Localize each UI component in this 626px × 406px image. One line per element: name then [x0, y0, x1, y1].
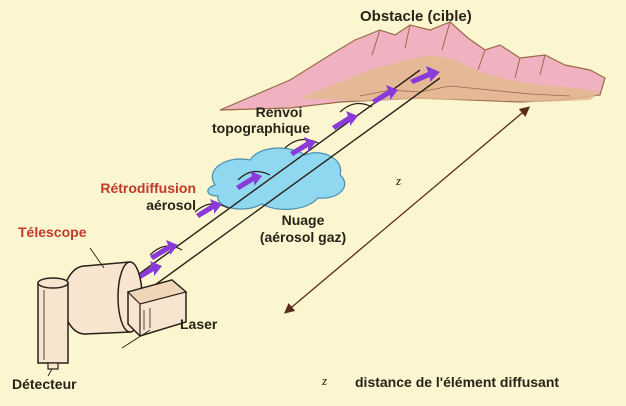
label-obstacle: Obstacle (cible)	[360, 8, 472, 25]
legend-text: distance de l'élément diffusant	[355, 374, 560, 390]
distance-arrow	[284, 106, 530, 314]
laser-box	[126, 279, 188, 337]
label-retro-line1: Rétrodiffusion	[100, 180, 196, 196]
label-renvoi-line1: Renvoi	[255, 104, 303, 120]
label-nuage-line2: (aérosol gaz)	[259, 229, 347, 245]
label-retro-line2: aérosol	[146, 197, 196, 213]
aerosol-cloud	[207, 147, 346, 210]
detector	[37, 277, 69, 370]
label-detecteur: Détecteur	[12, 376, 77, 392]
label-nuage: Nuage (aérosol gaz)	[248, 212, 358, 246]
label-renvoi-line2: topographique	[212, 120, 310, 136]
leader-lines	[47, 247, 151, 377]
label-laser: Laser	[180, 316, 218, 332]
legend-z-symbol: z	[322, 373, 328, 388]
mountain-obstacle	[219, 21, 606, 111]
label-renvoi: Renvoi topographique	[198, 104, 324, 136]
label-nuage-line1: Nuage	[281, 212, 325, 228]
label-telescope: Télescope	[18, 224, 87, 240]
label-z-symbol: z	[396, 173, 402, 188]
label-retrodiffusion: Rétrodiffusion aérosol	[74, 180, 196, 214]
